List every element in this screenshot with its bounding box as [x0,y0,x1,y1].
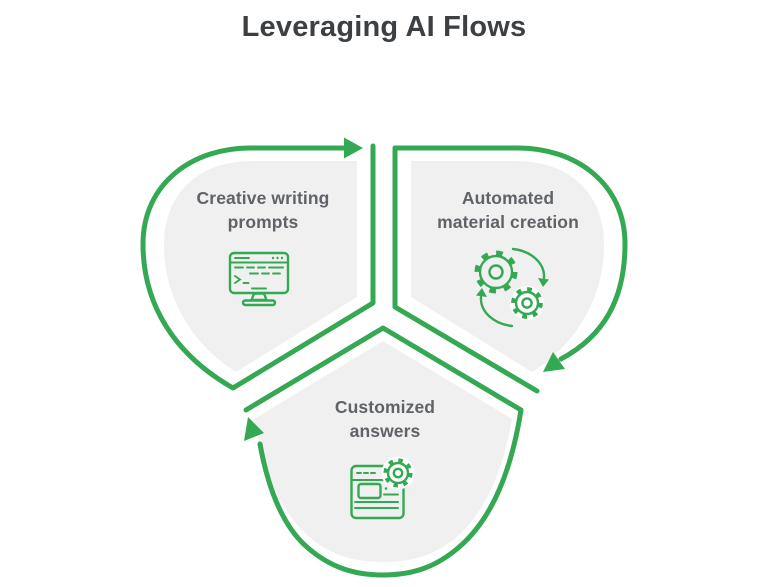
label-line: answers [349,421,421,441]
terminal-monitor-icon [228,251,290,307]
flow-arrow-down-left-icon [543,352,565,372]
page-title: Leveraging AI Flows [241,11,527,43]
segment-outline-customized-answers [243,325,524,578]
flow-arrow-up-left-icon [244,417,264,441]
segment-fill-automated-material [411,161,604,372]
gear-mask [381,456,415,490]
gears-refresh-icon [474,247,549,328]
label-line: material creation [437,212,579,232]
segment-fill-customized-answers [254,341,512,562]
terminal-prompt-caret [234,275,242,284]
terminal-text-lines [234,266,284,290]
segment-outline-automated-material [392,145,628,394]
label-line: prompts [227,212,299,232]
label-line: Automated [461,188,555,208]
segment-outline-creative-writing [140,137,376,391]
gear-small [511,287,543,319]
browser-gear [383,458,413,488]
gear-large [474,250,518,294]
monitor-base [241,299,277,307]
label-line: Creative writing [196,188,330,208]
flow-arrow-right-icon [344,137,363,159]
label-line: Customized [334,397,436,417]
browser-gear-icon [350,456,415,520]
browser-image-placeholder [357,482,382,500]
segment-label-customized-answers: Customized answers [280,395,490,443]
segment-label-creative-writing: Creative writing prompts [158,186,368,234]
segment-fill-creative-writing [164,161,357,372]
refresh-arc-bottom [479,295,514,328]
refresh-arc-top [511,247,546,280]
segment-label-automated-material: Automated material creation [403,186,613,234]
